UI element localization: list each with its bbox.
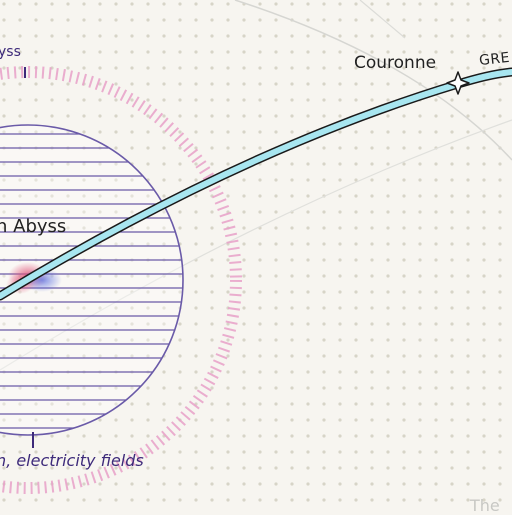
faint-arc-lower <box>0 119 512 371</box>
abyss-name-label: n Abyss <box>0 216 67 237</box>
abyss-ring-label: yss <box>0 44 21 60</box>
star-marker-icon[interactable] <box>446 71 470 95</box>
couronne-label[interactable]: Couronne <box>354 53 437 73</box>
abyss-outline <box>0 124 184 436</box>
abyss-halo-ring <box>0 66 242 494</box>
route-label: GRE <box>478 49 511 69</box>
faint-ray <box>359 0 406 39</box>
main-route[interactable] <box>0 69 512 299</box>
corner-label: The <box>470 496 500 515</box>
faint-arc-upper <box>234 0 512 161</box>
fields-label: n, electricity fields <box>0 451 144 470</box>
